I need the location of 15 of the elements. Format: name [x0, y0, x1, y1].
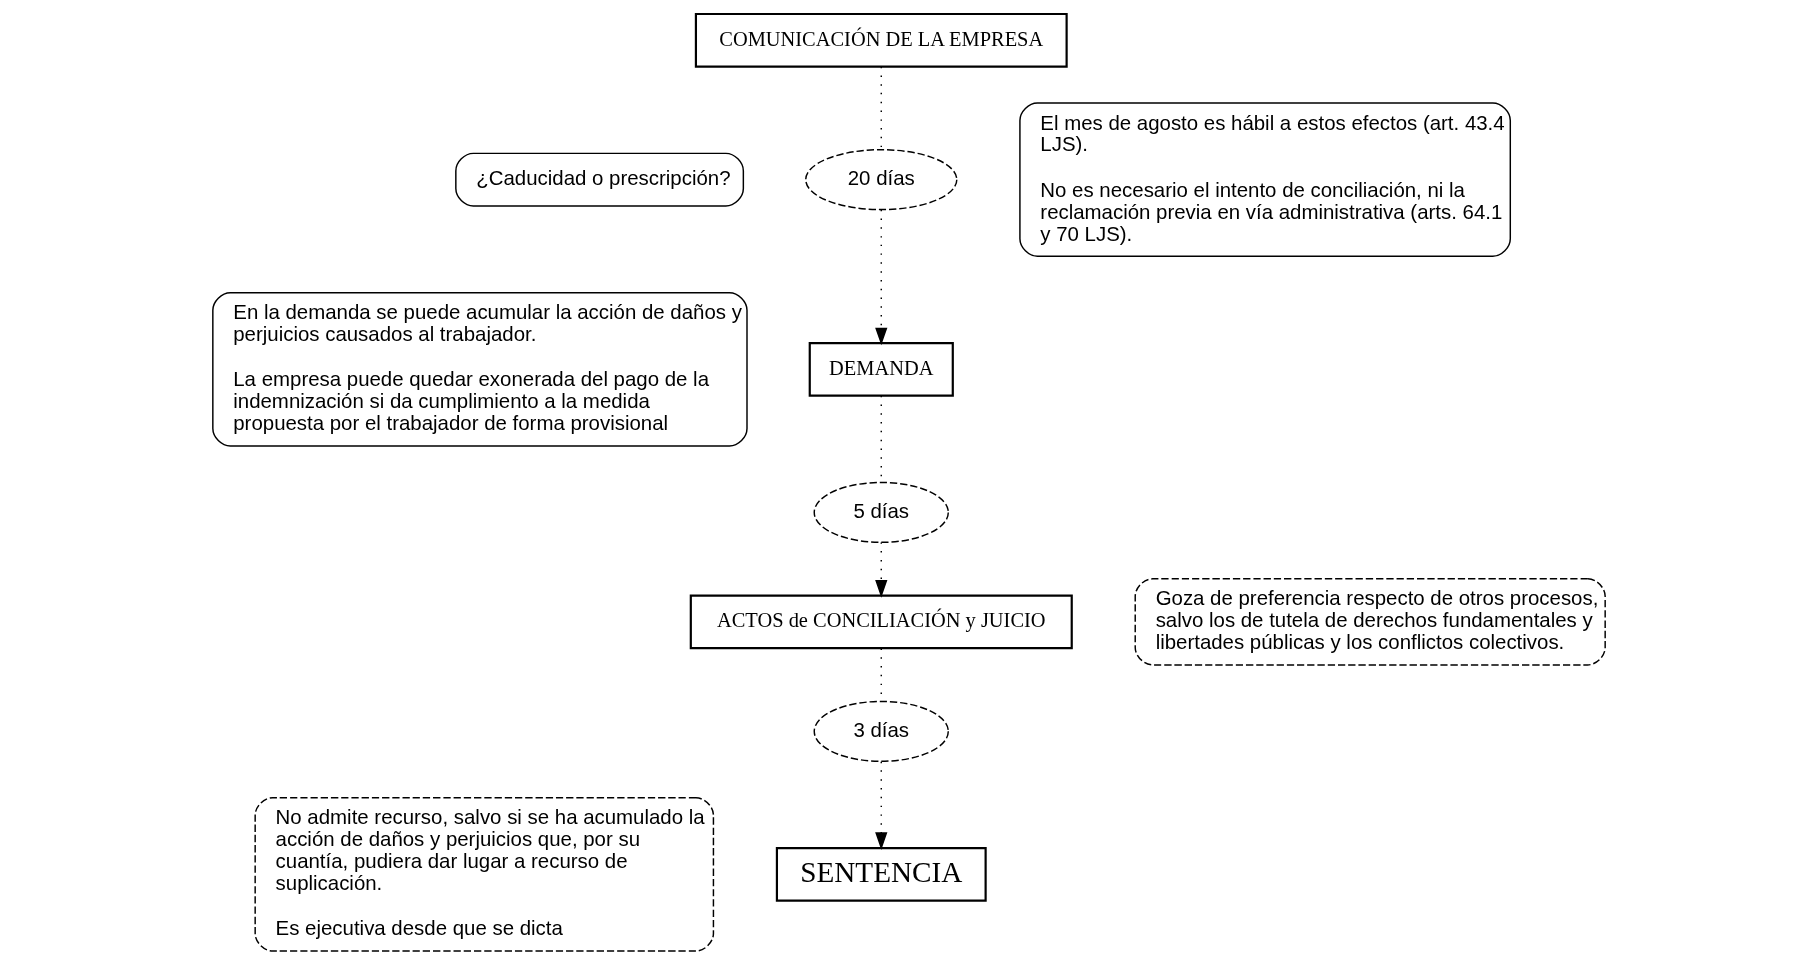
arrow [875, 209, 888, 346]
node-box: El mes de agosto es hábil a estos efectos (art. 43.4 LJS). No es necesario el intento de conciliación, ni la reclamación previa en vía administrativa (arts. 64.1 y 70 LJS). [1019, 102, 1512, 257]
node-box: COMUNICACIÓN DE LA EMPRESA [694, 12, 1068, 68]
node-ellipse: 20 días [805, 149, 958, 211]
node-box: No admite recurso, salvo si se ha acumulado la acción de daños y perjuicios que, por su cuantía, pudiera dar lugar a recurso de suplicación. Es ejecutiva desde que se dicta [254, 797, 715, 952]
node-box: ¿Caducidad o prescripción? [455, 152, 745, 207]
node-ellipse: 5 días [813, 481, 949, 544]
node-box: DEMANDA [808, 342, 954, 397]
node-box: Goza de preferencia respecto de otros procesos, salvo los de tutela de derechos fundamentales y libertades públicas y los conflictos colectivos. [1134, 578, 1606, 666]
node-box: SENTENCIA [775, 847, 987, 902]
arrow [875, 541, 888, 598]
node-box: En la demanda se puede acumular la acción de daños y perjuicios causados al trabajador. La empresa puede quedar exonerada del pago de la indemnización si da cumplimiento a la medida propuesta por el trabajador de forma provisional [212, 292, 748, 447]
node-ellipse: 3 días [813, 700, 949, 762]
arrow [875, 761, 888, 850]
node-box: ACTOS de CONCILIACIÓN y JUICIO [689, 594, 1073, 650]
